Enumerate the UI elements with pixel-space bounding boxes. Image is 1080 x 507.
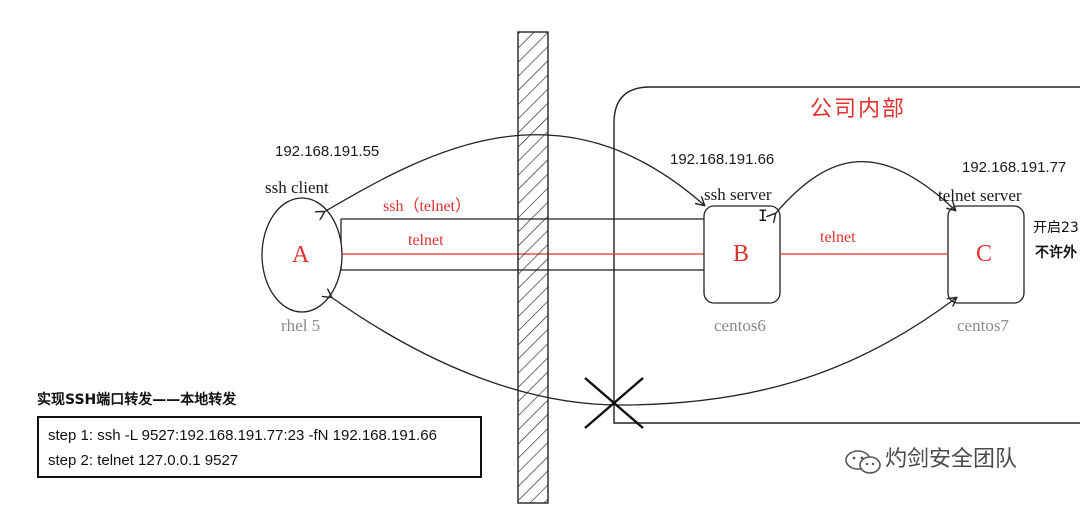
- telnet-label-bc: telnet: [820, 229, 856, 246]
- company-header: 公司内部: [810, 97, 907, 122]
- blocked-x-2: [584, 377, 644, 429]
- node-b-ip: 192.168.191.66: [670, 151, 775, 168]
- node-c-role: telnet server: [938, 186, 1022, 205]
- node-c-letter: C: [976, 241, 993, 267]
- watermark-text: 灼剑安全团队: [885, 447, 1018, 472]
- firewall: [517, 31, 549, 504]
- node-c-note-deny: 不许外: [1035, 245, 1077, 261]
- node-a-letter: A: [292, 242, 310, 268]
- node-a-ellipse: [261, 197, 343, 313]
- command-step-1: step 1: ssh -L 9527:192.168.191.77:23 -f…: [48, 427, 437, 444]
- curve-b-c: [775, 161, 955, 214]
- node-b-letter: B: [733, 241, 750, 267]
- curve-a-c: [331, 297, 956, 406]
- command-title: 实现SSH端口转发——本地转发: [37, 392, 237, 408]
- node-c-os: centos7: [957, 316, 1009, 335]
- node-a-role: ssh client: [265, 178, 329, 197]
- node-a-ip: 192.168.191.55: [275, 143, 380, 160]
- tunnel-label: ssh（telnet）: [383, 198, 471, 215]
- company-boundary: [613, 86, 1080, 424]
- wechat-icon: [845, 450, 881, 474]
- curve-a-b: [324, 134, 704, 212]
- node-a-os: rhel 5: [281, 316, 321, 335]
- node-c-ip: 192.168.191.77: [962, 159, 1067, 176]
- command-step-2: step 2: telnet 127.0.0.1 9527: [48, 452, 239, 469]
- node-b-os: centos6: [714, 316, 766, 335]
- node-c-note-port: 开启23: [1033, 220, 1079, 236]
- command-box: step 1: ssh -L 9527:192.168.191.77:23 -f…: [37, 416, 482, 478]
- telnet-label-ab: telnet: [408, 232, 444, 249]
- text-cursor-icon: I: [758, 206, 768, 225]
- node-b-role: ssh server: [704, 185, 772, 204]
